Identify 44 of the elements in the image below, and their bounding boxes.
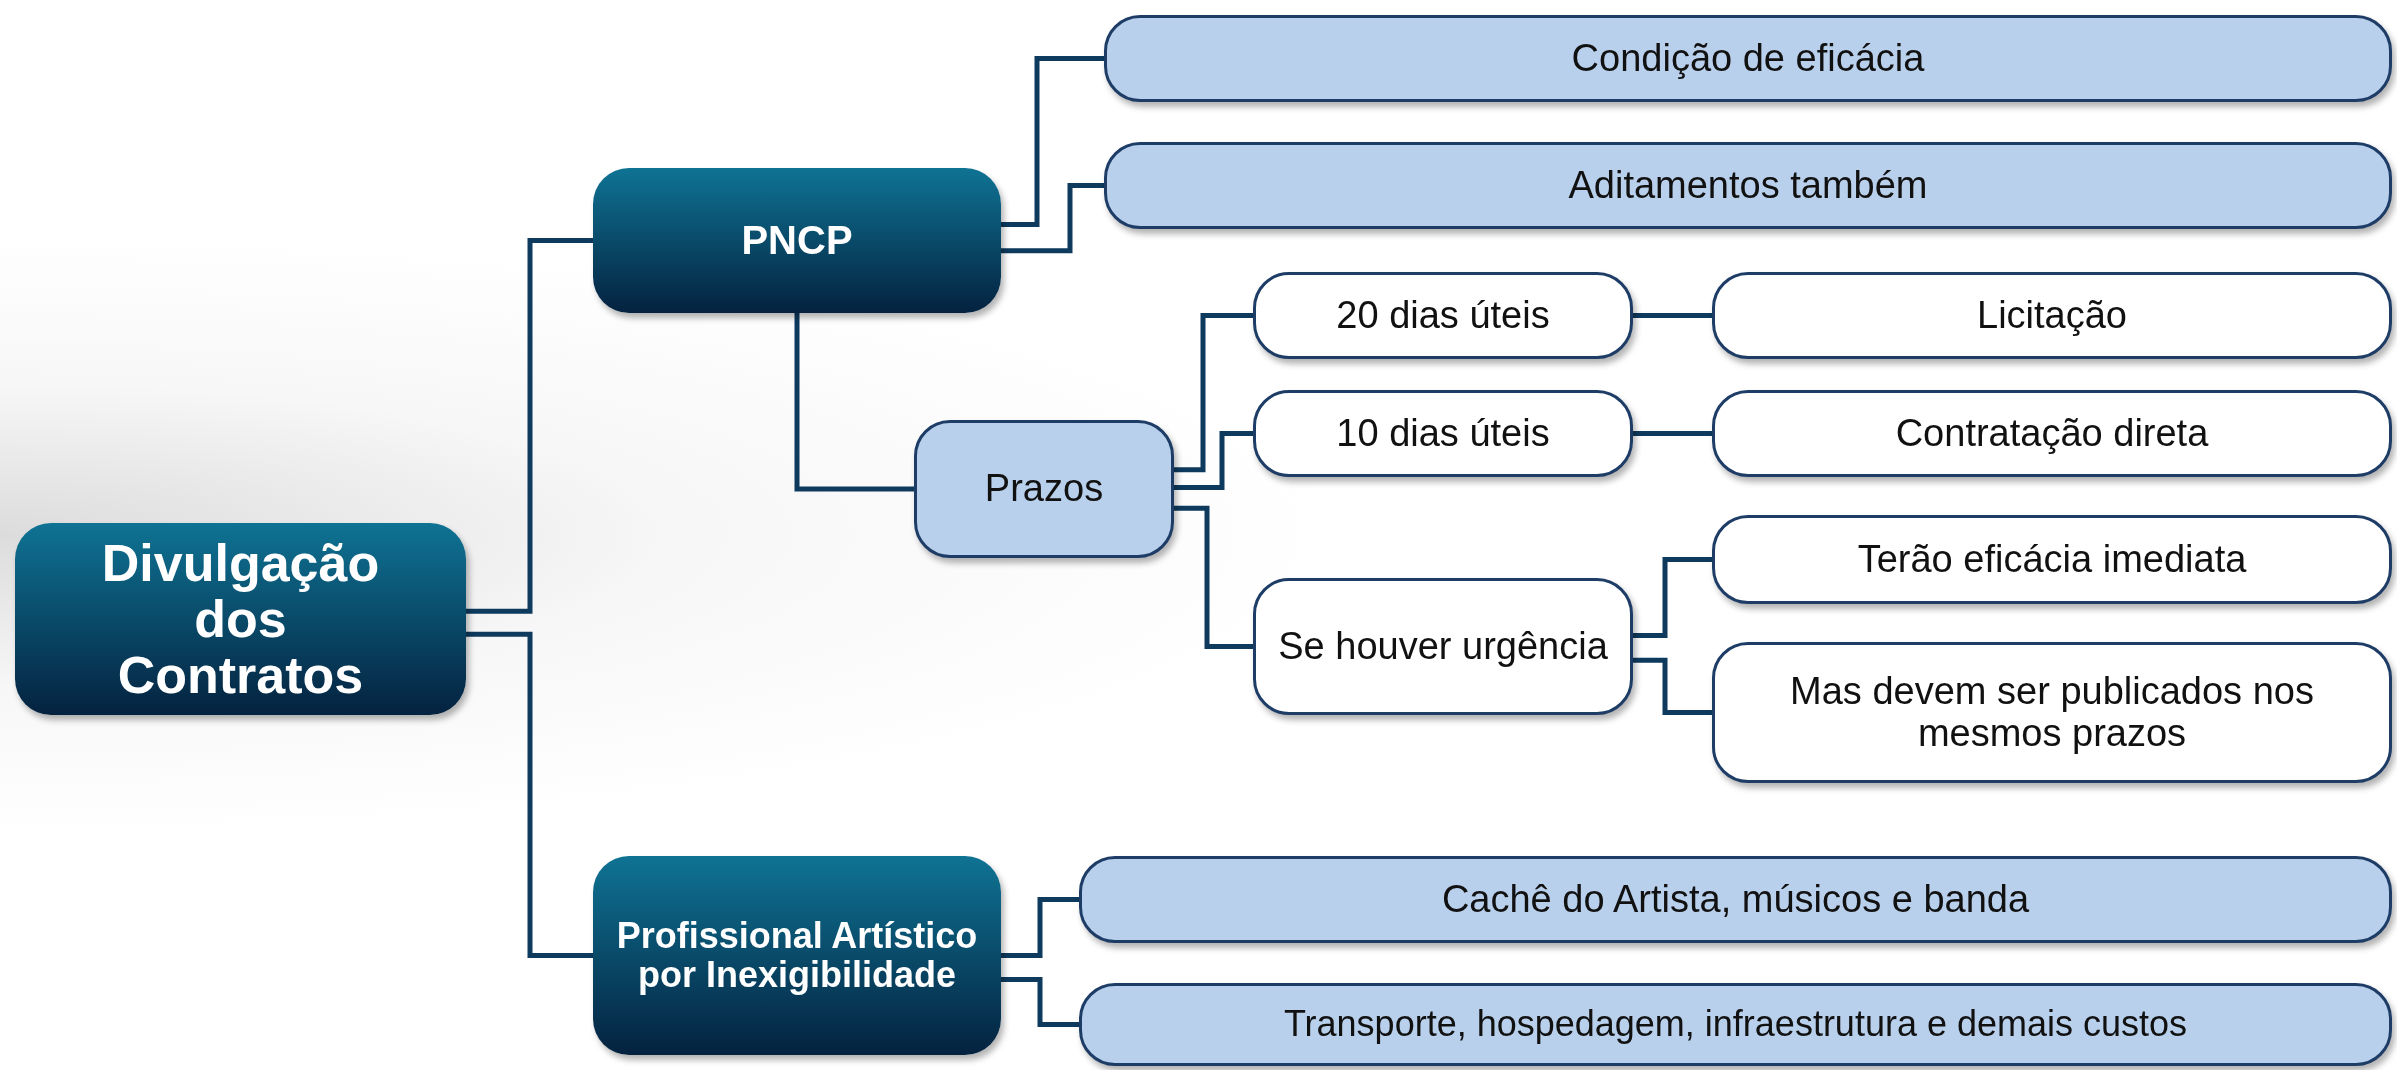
connector-line: [1633, 431, 1712, 436]
node-label: Prazos: [983, 468, 1105, 510]
leaf-box: [1253, 272, 1633, 359]
connector-line: [1174, 431, 1253, 491]
leaf-box: [1253, 578, 1633, 715]
leaf-box: [1712, 272, 2392, 359]
node-label: 20 dias úteis: [1335, 295, 1551, 336]
connector-line: [1633, 313, 1712, 318]
node-label: Mas devem ser publicados nos mesmos prazos: [1789, 671, 2315, 754]
branch-box: [1079, 983, 2392, 1066]
leaf-box: [1253, 390, 1633, 477]
branch-box: [1104, 142, 2392, 229]
node-label: Licitação: [1976, 295, 2128, 336]
connector-line: [794, 313, 914, 492]
branch-box: [1104, 15, 2392, 102]
branch-box: [914, 420, 1174, 558]
topic-box: [593, 168, 1001, 313]
topic-box: [15, 523, 466, 715]
connector-line: [1001, 976, 1079, 1027]
node-label: Contratação direta: [1894, 413, 2210, 454]
leaf-box: [1712, 390, 2392, 477]
node-label: 10 dias úteis: [1335, 413, 1551, 454]
node-label: Terão eficácia imediata: [1856, 539, 2248, 580]
topic-box: [593, 856, 1001, 1055]
connector-line: [1001, 56, 1104, 228]
node-label: Cachê do Artista, músicos e banda: [1440, 879, 2031, 920]
connector-line: [1174, 505, 1253, 649]
leaf-box: [1712, 642, 2392, 783]
connector-line: [466, 238, 593, 614]
node-label: Profissional Artístico por Inexigibilidade: [615, 916, 979, 995]
leaf-box: [1712, 515, 2392, 604]
connector-line: [1001, 897, 1079, 958]
node-label: Condição de eficácia: [1570, 38, 1926, 79]
connector-line: [466, 631, 593, 958]
node-label: Se houver urgência: [1277, 626, 1609, 667]
node-label: Divulgação dos Contratos: [100, 534, 381, 704]
connector-line: [1633, 657, 1712, 715]
connector-line: [1174, 313, 1253, 473]
branch-box: [1079, 856, 2392, 943]
connector-line: [1001, 183, 1104, 254]
node-label: Transporte, hospedagem, infraestrutura e demais custos: [1282, 1005, 2189, 1044]
node-label: Aditamentos também: [1567, 165, 1929, 206]
node-label: PNCP: [740, 218, 854, 263]
connector-line: [1633, 557, 1712, 639]
